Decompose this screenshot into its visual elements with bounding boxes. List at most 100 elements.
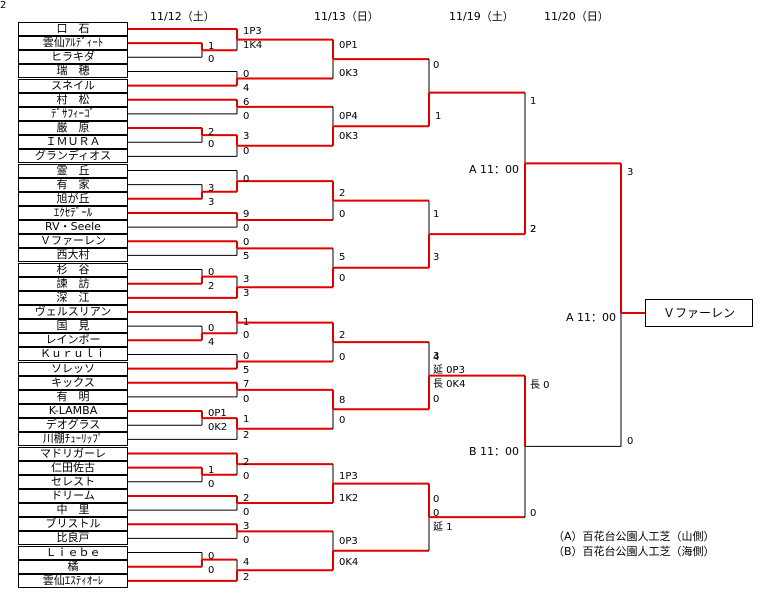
match-score: 0K4: [339, 557, 359, 568]
match-score: 3: [243, 131, 250, 142]
team-name: マドリガーレ: [18, 446, 128, 461]
team-name: 西大村: [18, 248, 128, 263]
team-name: 国 見: [18, 319, 128, 334]
match-score: 長 0K4: [433, 379, 466, 390]
team-name: K-LAMBA: [18, 404, 128, 419]
team-name: ソレッソ: [18, 361, 128, 376]
team-name: 雲仙ｴｽﾃｨｵｰﾚ: [18, 573, 128, 588]
match-score: 2: [530, 224, 537, 235]
semifinal-b-label: B 11：00: [469, 445, 520, 458]
match-score: 4: [243, 557, 250, 568]
team-name: 瑞 穂: [18, 64, 128, 79]
match-score: 9: [243, 209, 250, 220]
match-score: 3: [243, 288, 250, 299]
match-score: 0: [530, 508, 537, 519]
match-score: 長 0: [530, 380, 550, 391]
match-score: 延 0P3: [433, 365, 465, 376]
team-name: 比良戸: [18, 531, 128, 546]
team-name: 深 江: [18, 290, 128, 305]
team-name: グランディオス: [18, 149, 128, 164]
match-score: 7: [243, 379, 250, 390]
match-score: 0: [243, 111, 250, 122]
team-name: 仁田佐古: [18, 460, 128, 475]
match-score: 2: [243, 457, 250, 468]
match-score: 1: [243, 317, 250, 328]
match-score: 4: [243, 83, 250, 94]
match-score: 5: [339, 252, 346, 263]
match-score: 2: [208, 281, 215, 292]
match-score: 0: [339, 209, 346, 220]
match-score: 0K3: [339, 131, 359, 142]
match-score: 3: [627, 167, 634, 178]
match-score: 3: [208, 197, 215, 208]
match-score: 1P3: [339, 471, 358, 482]
team-name: ヴェルスリアン: [18, 305, 128, 319]
team-name: ＩＭＵＲＡ: [18, 135, 128, 150]
legend-venue-a: （A）百花台公園人工芝（山側）: [553, 530, 715, 543]
match-score: 0: [243, 471, 250, 482]
team-name: 諫 訪: [18, 276, 128, 291]
date-header: 11/20（日）: [544, 10, 609, 23]
team-name: 有 明: [18, 389, 128, 404]
match-score: 1: [243, 414, 250, 425]
date-header: 11/19（土）: [449, 10, 514, 23]
match-score: 0: [208, 267, 215, 278]
match-score: 0: [433, 394, 440, 405]
team-name: セレスト: [18, 474, 128, 489]
match-score: 1P3: [243, 26, 262, 37]
team-name: 有 家: [18, 177, 128, 192]
semifinal-a-label: A 11：00: [469, 163, 520, 176]
final-label: A 11：00: [566, 311, 617, 324]
match-score: 1K2: [339, 493, 359, 504]
match-score: 2: [339, 330, 346, 341]
match-score: 0: [208, 54, 215, 65]
match-score: 2: [243, 430, 250, 441]
team-name: RV・Seele: [18, 220, 128, 235]
match-score: 3: [243, 274, 250, 285]
match-score: 0: [208, 565, 215, 576]
match-score: 0P3: [339, 536, 358, 547]
team-name: ドリーム: [18, 488, 128, 503]
match-score: 0: [339, 273, 346, 284]
team-name: 雲仙ｱﾙﾃﾞｨｰﾄ: [18, 36, 128, 51]
match-score: 0K3: [339, 68, 359, 79]
match-score: 0: [208, 479, 215, 490]
team-name: Ｋｕｒｕｌｉ: [18, 347, 128, 362]
team-name: スネイル: [18, 78, 128, 93]
match-score: 0: [433, 60, 440, 71]
match-score: 0: [243, 146, 250, 157]
match-score: 0: [243, 223, 250, 234]
match-score: 0: [243, 330, 250, 341]
match-score: 0P4: [339, 111, 358, 122]
team-name: 村 松: [18, 92, 128, 107]
match-score: 0: [433, 494, 440, 505]
match-score: 0P1: [339, 40, 358, 51]
match-score: 1: [530, 96, 537, 107]
match-score: 0: [208, 139, 215, 150]
team-name: Ｖファーレン: [18, 234, 128, 249]
match-score: 0K2: [208, 422, 228, 433]
match-score: 1: [435, 111, 442, 122]
date-header: 11/12（土）: [150, 10, 215, 23]
team-name: 口 石: [18, 22, 128, 36]
match-score: 3: [433, 351, 440, 362]
team-name: キックス: [18, 375, 128, 390]
match-score: 0: [339, 415, 346, 426]
team-name: 橘: [18, 559, 128, 574]
champion-box: Ｖファーレン: [645, 299, 753, 327]
match-score: 延 1: [433, 522, 453, 533]
team-name: デオグラス: [18, 418, 128, 433]
team-name: 旭が丘: [18, 191, 128, 206]
match-score: 8: [339, 395, 346, 406]
match-score: 5: [243, 365, 250, 376]
team-name: ブリストル: [18, 517, 128, 532]
team-name: ヒラキダ: [18, 50, 128, 65]
team-name: ｴｸｾﾃﾞｰﾙ: [18, 205, 128, 220]
match-score: 0: [243, 69, 250, 80]
legend-venue-b: （B）百花台公園人工芝（海側）: [553, 545, 715, 558]
match-score: 2: [339, 188, 346, 199]
match-score: 0: [243, 174, 250, 185]
match-score: 0P1: [208, 408, 227, 419]
